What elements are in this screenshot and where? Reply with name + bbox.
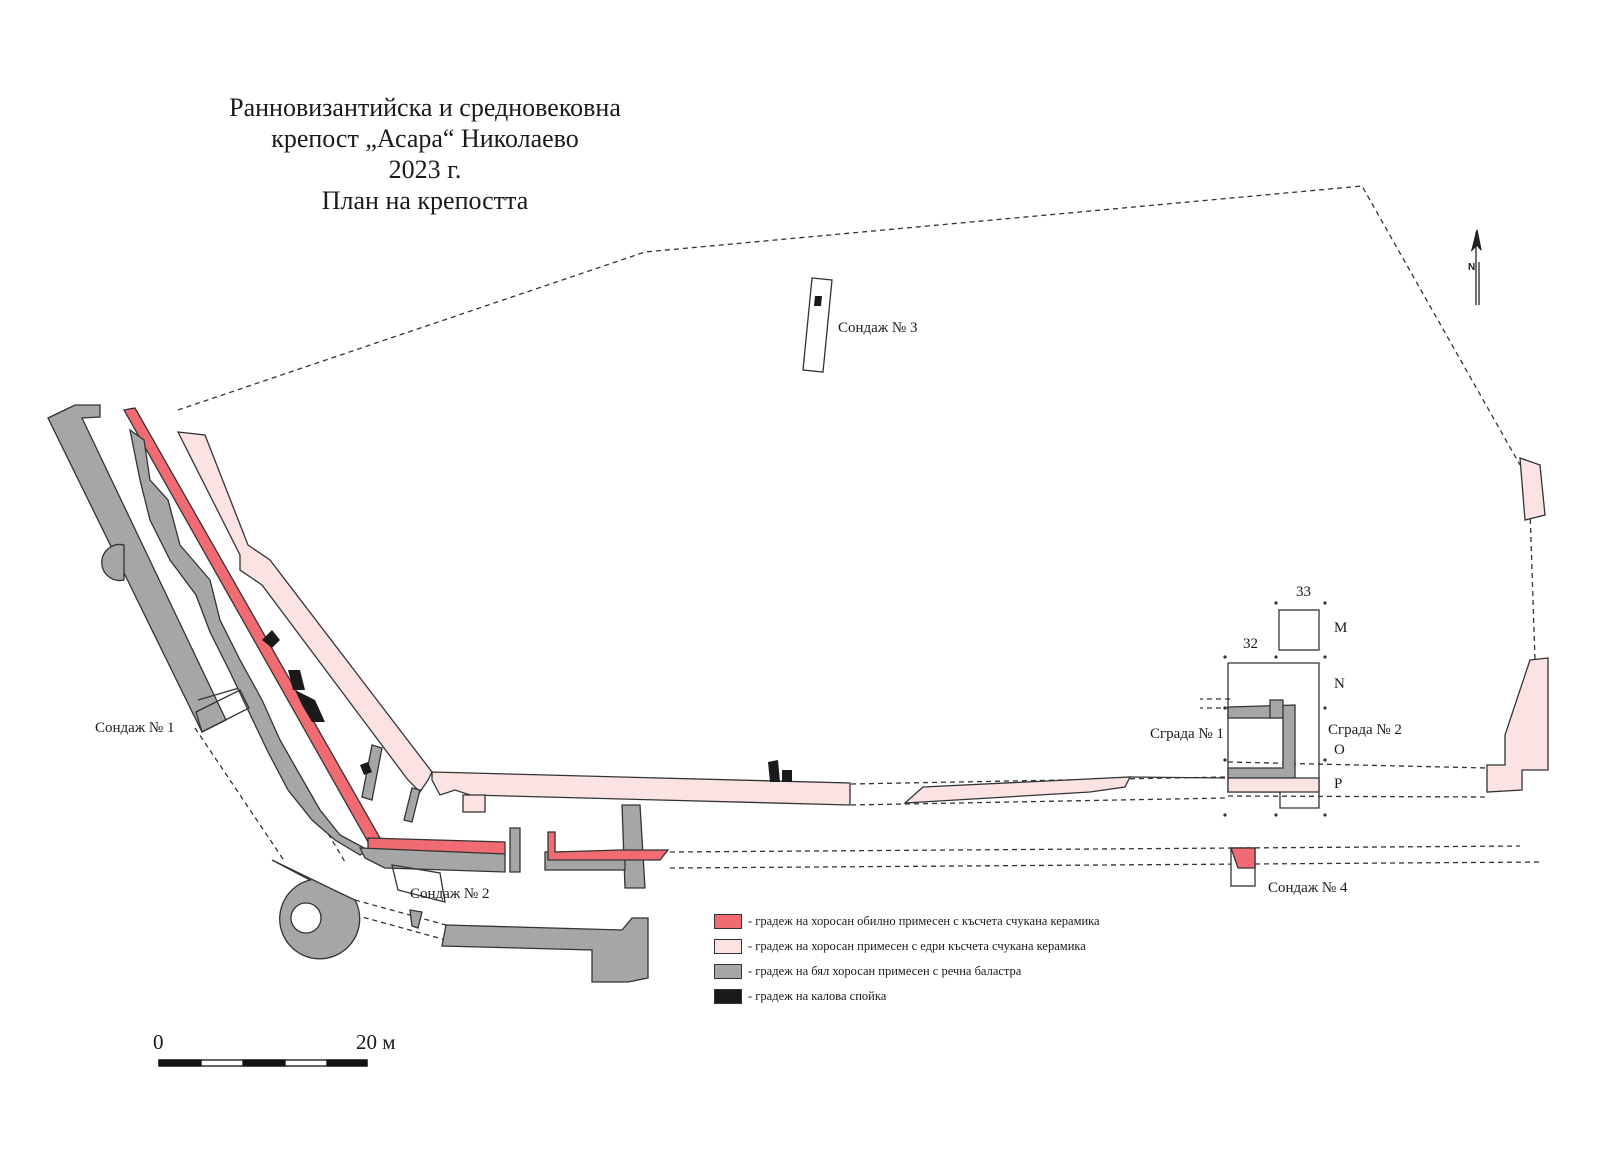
north-arrow: [1470, 229, 1482, 305]
title-line-1: Ранновизантийска и средновековна: [229, 93, 621, 122]
sondazh-3-mud-wall: [814, 296, 822, 306]
legend-swatch-red: [714, 914, 742, 929]
label-sondazh-3: Сондаж № 3: [838, 320, 918, 336]
legend-text: - градеж на хоросан примесен с едри късч…: [748, 939, 1086, 953]
gray-spur-1: [361, 744, 383, 801]
inner-wall-south-pink-2: [903, 776, 1132, 804]
scale-end-label: 20 м: [356, 1030, 396, 1054]
east-wall-pink-north: [1519, 457, 1546, 521]
legend-swatch-black: [714, 989, 742, 1004]
legend-swatch-pink: [714, 939, 742, 954]
inner-wall-west-pink: [176, 431, 433, 794]
building-pink: [1227, 777, 1320, 793]
scale-start-label: 0: [153, 1030, 164, 1054]
scale-bar: [158, 1059, 368, 1067]
small-gray-fragment: [409, 909, 423, 929]
label-row-O: O: [1334, 742, 1345, 758]
label-grid-33: 33: [1296, 584, 1311, 600]
sondazh-2-trench: [391, 864, 446, 903]
round-tower-west: [101, 543, 125, 582]
label-sondazh-2: Сондаж № 2: [410, 886, 490, 902]
title-line-3: 2023 г.: [388, 155, 462, 184]
label-grid-32: 32: [1243, 636, 1258, 652]
south-gray-wall: [441, 917, 649, 983]
red-wall-south-2: [547, 831, 670, 861]
gray-spur-2: [403, 787, 421, 823]
sondazh-4-red: [1230, 847, 1256, 869]
sondazh-3-trench: [802, 277, 833, 373]
east-wall-pink-south: [1486, 657, 1549, 793]
gray-spur-3: [621, 804, 646, 889]
building-1-gray-arm: [1269, 699, 1284, 719]
legend-text: - градеж на бял хоросан примесен с речна…: [748, 964, 1022, 978]
label-sondazh-4: Сондаж № 4: [1268, 880, 1348, 896]
sondazh-1-trench: [195, 689, 250, 733]
legend-swatch-gray: [714, 964, 742, 979]
label-sgrada-1: Сграда № 1: [1150, 726, 1224, 742]
round-tower-south-inner: [290, 902, 322, 934]
pink-fragment: [462, 794, 486, 813]
inner-wall-south-pink: [431, 771, 851, 806]
grid-markers: [1223, 601, 1327, 817]
label-sgrada-2: Сграда № 2: [1328, 722, 1402, 738]
legend-text: - градеж на калова спойка: [748, 989, 887, 1003]
reconstructed-wall-outline: [177, 185, 1541, 941]
title-line-4: План на крепостта: [321, 186, 529, 215]
plan-title: Ранновизантийска и средновековна крепост…: [185, 92, 665, 216]
wall-stub-gray: [509, 827, 521, 873]
title-line-2: крепост „Асара“ Николаево: [271, 124, 579, 153]
label-sondazh-1: Сондаж № 1: [95, 720, 175, 736]
north-label: N: [1468, 262, 1476, 273]
grid-square-33: [1278, 609, 1320, 651]
legend-text: - градеж на хоросан обилно примесен с къ…: [748, 914, 1100, 928]
mud-mortar-walls: [262, 630, 792, 782]
label-row-N: N: [1334, 676, 1345, 692]
label-row-M: M: [1334, 620, 1348, 636]
label-row-P: P: [1334, 776, 1343, 792]
building-1-gray: [1227, 704, 1296, 779]
